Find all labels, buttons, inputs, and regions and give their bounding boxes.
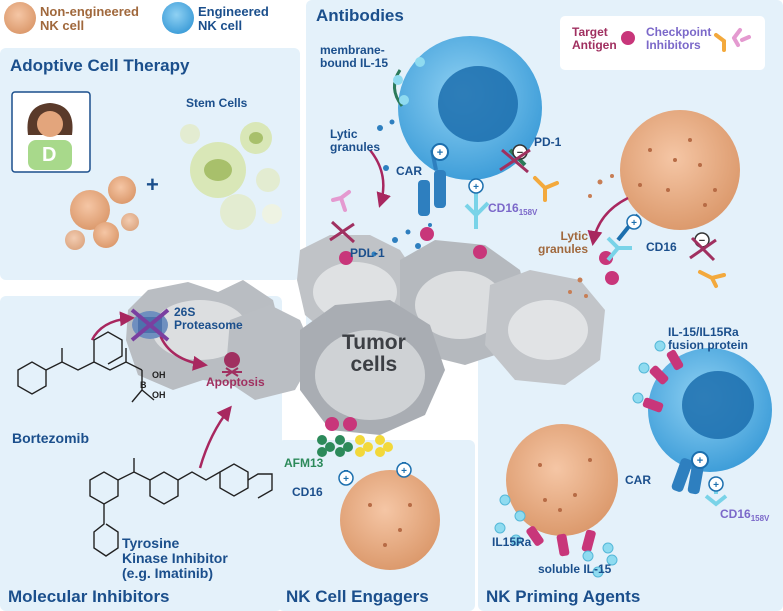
soluble-il15-dots <box>494 494 618 578</box>
cd16-engager: + + <box>338 462 412 486</box>
engineered-legend-cell <box>162 2 194 34</box>
label-soluble-il15: soluble IL-15 <box>538 562 612 576</box>
non-engineered-legend-cell <box>4 2 36 34</box>
label-membrane-il15: membrane-bound IL-15 <box>320 43 388 70</box>
svg-text:−: − <box>699 235 705 247</box>
non-engineered-nk-cell <box>620 110 740 230</box>
skull-icon <box>222 352 242 377</box>
checkpoint-legend-icon <box>714 28 751 52</box>
antigen-legend-icon <box>621 31 635 45</box>
pd1-receptor-brown: − <box>689 232 726 288</box>
lytic-arrow-right <box>587 196 629 246</box>
car-receptor: + <box>418 143 449 216</box>
il15-fusion-protein <box>632 340 684 413</box>
priming-brown-nk-cell <box>506 424 618 536</box>
panel-title-adoptive: Adoptive Cell Therapy <box>10 56 190 75</box>
bortezomib-arrow <box>90 311 135 341</box>
chem-hydroxyl-2: OH <box>152 390 166 400</box>
cd16-receptor-priming: + <box>704 476 728 507</box>
pd1-receptor: − <box>499 144 531 174</box>
nk-cell-cluster <box>65 176 139 250</box>
plus-sign: + <box>146 172 159 197</box>
lytic-arrow-left <box>369 149 391 208</box>
svg-text:+: + <box>473 182 479 193</box>
donor-letter: D <box>42 144 57 166</box>
label-cd16-brown: CD16 <box>646 240 677 254</box>
panel-title-priming: NK Priming Agents <box>486 587 641 606</box>
donor-person-icon <box>27 103 73 170</box>
label-bortezomib: Bortezomib <box>12 430 89 446</box>
svg-text:−: − <box>517 147 523 159</box>
label-stem-cells: Stem Cells <box>186 96 248 110</box>
engineered-nk-cell <box>398 36 542 180</box>
panel-title-antibodies: Antibodies <box>316 6 404 25</box>
svg-text:+: + <box>713 480 719 491</box>
tumor-cell-group <box>126 235 605 435</box>
il15ra-receptor <box>526 526 596 557</box>
label-car-priming: CAR <box>625 473 651 487</box>
cd16-receptor-brown: + <box>606 213 642 262</box>
label-cd16-158v-priming: CD16158V <box>720 507 770 524</box>
lytic-granules-brown <box>568 174 614 298</box>
chem-hydroxyl-1: OH <box>152 370 166 380</box>
stem-cell-cluster <box>180 122 282 230</box>
proteasome-arrow <box>158 334 208 371</box>
legend-box <box>560 16 765 70</box>
cd16-receptor: + <box>464 178 490 229</box>
svg-text:+: + <box>401 466 407 477</box>
lytic-granules-dots <box>371 119 432 257</box>
label-cd16-engager: CD16 <box>292 485 323 499</box>
bortezomib-structure <box>17 331 155 403</box>
svg-text:+: + <box>631 218 637 229</box>
panel-title-engagers: NK Cell Engagers <box>286 587 429 606</box>
label-apoptosis: Apoptosis <box>206 375 265 389</box>
pdl1-ligand <box>329 190 356 244</box>
tki-arrow <box>198 405 232 469</box>
car-receptor-priming: + <box>671 451 709 495</box>
svg-text:+: + <box>697 455 703 467</box>
target-antigens <box>325 227 619 431</box>
panel-title-molecular: Molecular Inhibitors <box>8 587 170 606</box>
priming-engineered-nk-cell <box>648 348 772 472</box>
checkpoint-inhibitor-antibody <box>533 176 559 202</box>
chem-boron: B <box>140 380 147 390</box>
label-pdl1: PDL-1 <box>350 246 385 260</box>
engager-nk-cell <box>340 470 440 570</box>
svg-text:+: + <box>437 147 443 159</box>
afm13-molecule <box>317 435 393 457</box>
imatinib-structure <box>89 458 273 557</box>
label-afm13: AFM13 <box>284 456 324 470</box>
membrane-il15-loop <box>393 57 425 107</box>
label-cd16-158v: CD16158V <box>488 201 538 218</box>
label-pd1: PD-1 <box>534 135 562 149</box>
proteasome-icon <box>130 308 170 342</box>
label-car: CAR <box>396 164 422 178</box>
label-il15ra: IL15Ra <box>492 535 532 549</box>
svg-text:+: + <box>343 474 349 485</box>
